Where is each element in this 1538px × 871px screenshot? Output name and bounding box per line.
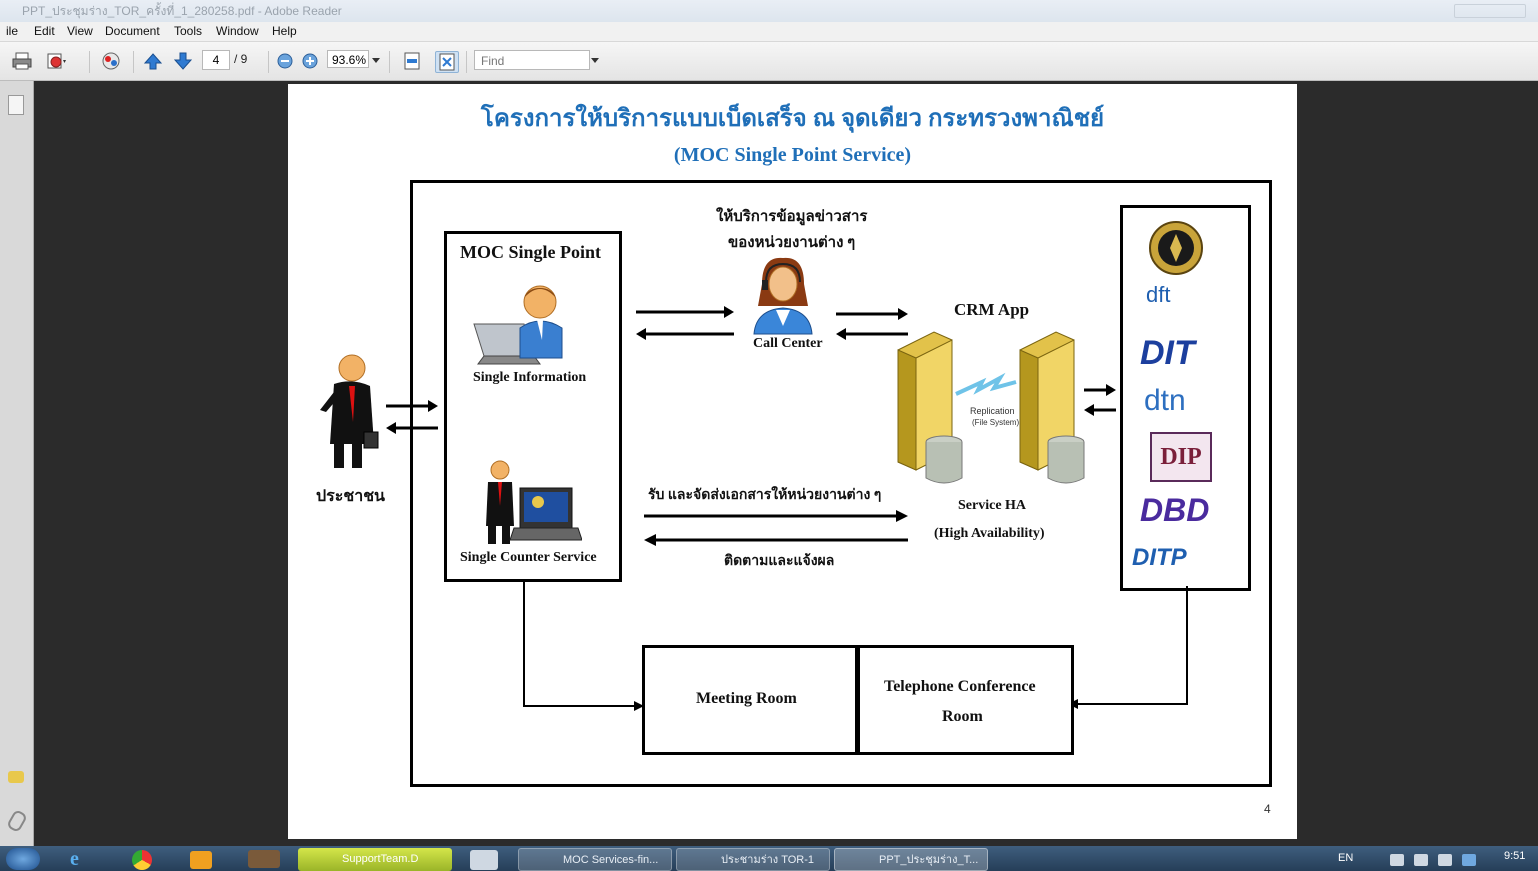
collaborate-icon[interactable]	[99, 51, 121, 71]
fit-page-icon[interactable]	[435, 51, 459, 73]
grid-app-icon[interactable]	[470, 850, 498, 870]
toolbar-separator	[133, 51, 134, 73]
logo-ditp: DITP	[1132, 544, 1187, 571]
menu-window[interactable]: Window	[216, 24, 259, 38]
start-button-icon[interactable]	[6, 848, 40, 870]
toolbar-separator	[89, 51, 90, 73]
toolbar-separator	[466, 51, 467, 73]
clock[interactable]: 9:51	[1504, 850, 1526, 862]
internet-explorer-icon[interactable]: e	[70, 848, 79, 870]
telephone-conference-label-1: Telephone Conference	[884, 678, 1036, 695]
logo-dbd: DBD	[1140, 492, 1210, 528]
attachment-icon[interactable]	[5, 808, 29, 834]
moc-callcenter-arrows	[636, 306, 734, 340]
high-availability-label: (High Availability)	[934, 526, 1045, 541]
task-supportteam[interactable]: SupportTeam.D	[298, 848, 452, 871]
service-ha-label: Service HA	[958, 498, 1027, 513]
callcenter-crm-arrows	[836, 308, 908, 340]
track-result-label: ติดตามและแจ้งผล	[724, 554, 835, 569]
single-information-label: Single Information	[473, 370, 587, 385]
task-pdf-document[interactable]: PPT_ประชุมร่าง_T...	[834, 848, 988, 871]
single-counter-service-icon	[478, 460, 583, 555]
slide-title-thai: โครงการให้บริการแบบเบ็ดเสร็จ ณ จุดเดียว …	[480, 106, 1105, 132]
menu-bar: ile Edit View Document Tools Window Help	[0, 22, 1538, 42]
taskbar: e SupportTeam.D MOC Services-fin... ประช…	[0, 846, 1538, 871]
service-info-line1: ให้บริการข้อมูลข่าวสาร	[716, 209, 868, 225]
toolbar-separator	[389, 51, 390, 73]
network-icon[interactable]	[1414, 854, 1428, 866]
task-moc-services-label: MOC Services-fin...	[563, 854, 659, 866]
toolbar	[0, 42, 1538, 81]
citizen-person-icon	[312, 352, 382, 477]
pdf-page: โครงการให้บริการแบบเบ็ดเสร็จ ณ จุดเดียว …	[288, 84, 1297, 839]
language-indicator[interactable]: EN	[1338, 852, 1354, 864]
logo-dip: DIP	[1150, 432, 1212, 482]
slide-title-english: (MOC Single Point Service)	[673, 144, 912, 166]
find-input[interactable]: Find	[474, 50, 590, 70]
citizen-moc-arrows	[386, 400, 438, 434]
single-information-icon	[470, 284, 570, 373]
zoom-dropdown-icon[interactable]	[371, 51, 381, 71]
call-center-label: Call Center	[753, 336, 823, 351]
ministry-seal-icon	[1148, 220, 1204, 281]
menu-document[interactable]: Document	[105, 24, 160, 38]
menu-tools[interactable]: Tools	[174, 24, 203, 38]
window-title: PPT_ประชุมร่าง_TOR_ครั้งที่_1_280258.pdf…	[22, 4, 342, 18]
comments-icon[interactable]	[8, 771, 24, 783]
page-total-label: / 9	[234, 52, 248, 66]
logo-dtn: dtn	[1144, 384, 1186, 417]
flag-icon[interactable]	[1390, 854, 1404, 866]
toolbar-separator	[268, 51, 269, 73]
logo-dft: dft	[1146, 282, 1171, 307]
crm-app-label: CRM App	[954, 300, 1030, 319]
logo-dit: DIT	[1140, 334, 1195, 372]
find-dropdown-icon[interactable]	[590, 51, 600, 71]
file-system-label: (File System)	[972, 418, 1020, 427]
telephone-conference-room-box	[857, 645, 1074, 755]
previous-page-icon[interactable]	[142, 51, 164, 71]
task-moc-services[interactable]: MOC Services-fin...	[518, 848, 672, 871]
receive-documents-label: รับ และจัดส่งเอกสารให้หน่วยงานต่าง ๆ	[648, 488, 882, 503]
call-center-agent-icon	[750, 256, 816, 341]
pages-panel-icon[interactable]	[8, 95, 24, 115]
fit-width-icon[interactable]	[401, 51, 423, 71]
meeting-room-box	[642, 645, 858, 755]
window-controls[interactable]	[1454, 4, 1526, 18]
navigation-pane	[0, 81, 34, 846]
document-flow-arrows	[644, 510, 908, 546]
menu-view[interactable]: View	[67, 24, 93, 38]
task-supportteam-label: SupportTeam.D	[342, 853, 419, 865]
window-title-bar: PPT_ประชุมร่าง_TOR_ครั้งที่_1_280258.pdf…	[0, 0, 1538, 22]
replication-label: Replication	[970, 406, 1015, 416]
next-page-icon[interactable]	[172, 51, 194, 71]
crm-agencies-arrows	[1084, 384, 1116, 416]
telephone-conference-label-2: Room	[942, 708, 983, 725]
citizen-label: ประชาชน	[316, 488, 385, 505]
volume-icon[interactable]	[1438, 854, 1452, 866]
media-player-icon[interactable]	[190, 851, 212, 869]
app-launcher-icon[interactable]	[248, 850, 280, 868]
meeting-room-label: Meeting Room	[696, 690, 797, 707]
menu-edit[interactable]: Edit	[34, 24, 55, 38]
task-tor-folder[interactable]: ประชามร่าง TOR-1	[676, 848, 830, 871]
menu-file[interactable]: ile	[6, 24, 19, 38]
print-icon[interactable]	[11, 51, 33, 71]
page-number: 4	[1264, 802, 1271, 816]
page-number-input[interactable]: 4	[202, 50, 230, 70]
zoom-out-icon[interactable]	[274, 51, 296, 71]
tray-app-icon[interactable]	[1462, 854, 1476, 866]
room-connector-lines	[523, 582, 1188, 711]
zoom-input[interactable]: 93.6%	[327, 50, 369, 68]
create-pdf-icon[interactable]	[46, 51, 68, 71]
service-info-line2: ของหน่วยงานต่าง ๆ	[728, 235, 856, 251]
zoom-in-icon[interactable]	[299, 51, 321, 71]
chrome-icon[interactable]	[132, 850, 152, 870]
task-tor-folder-label: ประชามร่าง TOR-1	[721, 854, 815, 866]
single-counter-service-label: Single Counter Service	[460, 550, 597, 565]
crm-servers-icon	[894, 328, 1104, 503]
menu-help[interactable]: Help	[272, 24, 297, 38]
task-pdf-document-label: PPT_ประชุมร่าง_T...	[879, 854, 979, 866]
moc-single-point-title: MOC Single Point	[460, 242, 602, 262]
